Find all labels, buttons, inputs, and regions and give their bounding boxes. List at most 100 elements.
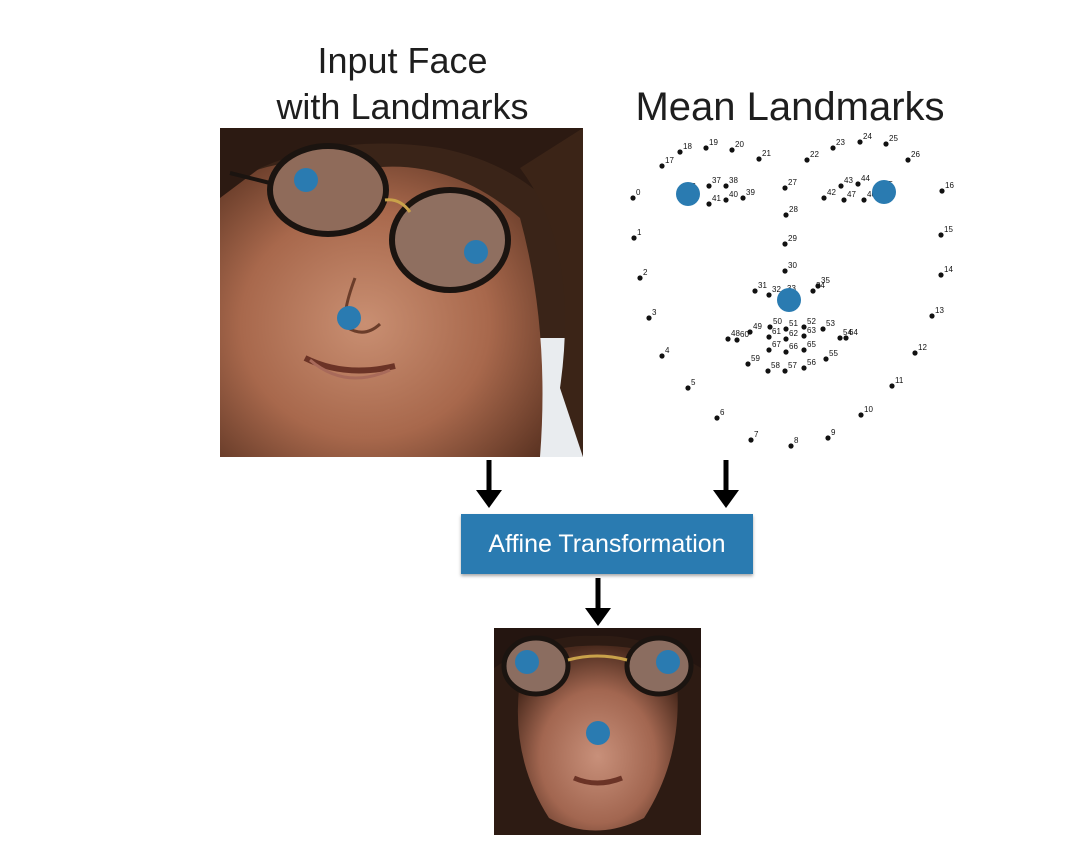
mean-landmark-point: [637, 275, 643, 281]
mean-landmark-point: [706, 201, 712, 207]
mean-landmark-label: 44: [861, 174, 870, 183]
mean-landmark-label: 17: [665, 156, 674, 165]
input-face-title: Input Face with Landmarks: [250, 38, 555, 130]
mean-landmark-label: 66: [789, 342, 798, 351]
mean-landmark-point: [823, 356, 829, 362]
input-face-image: [220, 128, 583, 457]
aligned-landmark-dot: [586, 721, 610, 745]
mean-landmark-label: 49: [753, 322, 762, 331]
mean-landmark-label: 12: [918, 343, 927, 352]
landmark-dot: [294, 168, 318, 192]
landmark-dot: [464, 240, 488, 264]
mean-landmark-label: 47: [847, 190, 856, 199]
mean-landmark-point: [706, 183, 712, 189]
mean-landmark-label: 0: [636, 188, 641, 197]
mean-landmark-left-eye: [676, 182, 700, 206]
mean-landmark-label: 18: [683, 142, 692, 151]
mean-landmark-point: [837, 335, 843, 341]
mean-landmark-point: [748, 437, 754, 443]
mean-landmark-label: 28: [789, 205, 798, 214]
mean-landmark-point: [825, 435, 831, 441]
mean-landmark-label: 62: [789, 329, 798, 338]
input-title-line1: Input Face: [317, 40, 488, 81]
landmark-dot: [337, 306, 361, 330]
mean-landmark-label: 20: [735, 140, 744, 149]
mean-landmark-point: [752, 288, 758, 294]
mean-landmark-point: [659, 353, 665, 359]
mean-landmark-label: 38: [729, 176, 738, 185]
mean-landmark-label: 6: [720, 408, 725, 417]
mean-landmark-right-eye: [872, 180, 896, 204]
mean-landmark-point: [883, 141, 889, 147]
mean-landmark-label: 60: [740, 330, 749, 339]
mean-landmark-label: 30: [788, 261, 797, 270]
mean-landmark-label: 8: [794, 436, 799, 445]
mean-landmark-label: 27: [788, 178, 797, 187]
mean-landmark-label: 1: [637, 228, 642, 237]
mean-landmark-label: 29: [788, 234, 797, 243]
mean-landmark-point: [725, 336, 731, 342]
mean-landmark-label: 46: [867, 190, 876, 199]
mean-landmark-point: [783, 349, 789, 355]
mean-landmark-label: 19: [709, 138, 718, 147]
mean-landmark-point: [929, 313, 935, 319]
mean-landmark-point: [734, 337, 740, 343]
mean-landmark-point: [631, 235, 637, 241]
mean-landmark-label: 34: [816, 281, 825, 290]
mean-landmark-point: [938, 232, 944, 238]
mean-landmark-label: 14: [944, 265, 953, 274]
mean-landmark-point: [788, 443, 794, 449]
mean-landmark-point: [714, 415, 720, 421]
mean-landmark-label: 21: [762, 149, 771, 158]
mean-landmark-label: 35: [821, 276, 830, 285]
mean-landmark-label: 65: [807, 340, 816, 349]
mean-landmark-point: [723, 183, 729, 189]
mean-landmark-label: 26: [911, 150, 920, 159]
mean-landmark-point: [912, 350, 918, 356]
aligned-landmark-dot: [515, 650, 539, 674]
mean-landmark-point: [815, 283, 821, 289]
mean-landmark-label: 40: [729, 190, 738, 199]
mean-landmark-point: [858, 412, 864, 418]
mean-landmark-label: 51: [789, 319, 798, 328]
mean-landmark-point: [782, 368, 788, 374]
mean-landmark-point: [843, 335, 849, 341]
mean-landmark-label: 7: [754, 430, 759, 439]
mean-landmark-label: 3: [652, 308, 657, 317]
mean-landmark-label: 16: [945, 181, 954, 190]
mean-landmark-label: 43: [844, 176, 853, 185]
mean-landmark-point: [861, 197, 867, 203]
mean-landmark-label: 42: [827, 188, 836, 197]
mean-landmark-point: [889, 383, 895, 389]
mean-landmark-point: [685, 385, 691, 391]
mean-landmarks-title: Mean Landmarks: [635, 85, 945, 129]
mean-landmark-point: [905, 157, 911, 163]
mean-landmark-point: [767, 324, 773, 330]
arrow-down-icon: [713, 460, 739, 508]
arrow-down-icon: [585, 578, 611, 626]
mean-landmark-label: 39: [746, 188, 755, 197]
mean-landmark-point: [783, 212, 789, 218]
mean-landmark-label: 22: [810, 150, 819, 159]
mean-landmark-point: [783, 326, 789, 332]
mean-landmark-label: 13: [935, 306, 944, 315]
mean-landmark-point: [677, 149, 683, 155]
mean-landmark-label: 64: [849, 328, 858, 337]
mean-landmark-point: [810, 288, 816, 294]
mean-landmark-label: 24: [863, 132, 872, 141]
aligned-landmark-dot: [656, 650, 680, 674]
mean-landmark-label: 2: [643, 268, 648, 277]
mean-landmark-label: 54: [843, 328, 852, 337]
mean-landmark-point: [821, 195, 827, 201]
mean-landmark-point: [646, 315, 652, 321]
mean-landmark-label: 41: [712, 194, 721, 203]
mean-landmark-point: [804, 157, 810, 163]
mean-landmark-point: [939, 188, 945, 194]
mean-landmark-nose: [777, 288, 801, 312]
mean-landmark-label: 25: [889, 134, 898, 143]
mean-landmark-label: 59: [751, 354, 760, 363]
mean-landmark-point: [766, 334, 772, 340]
mean-landmark-label: 67: [772, 340, 781, 349]
mean-landmark-point: [745, 361, 751, 367]
